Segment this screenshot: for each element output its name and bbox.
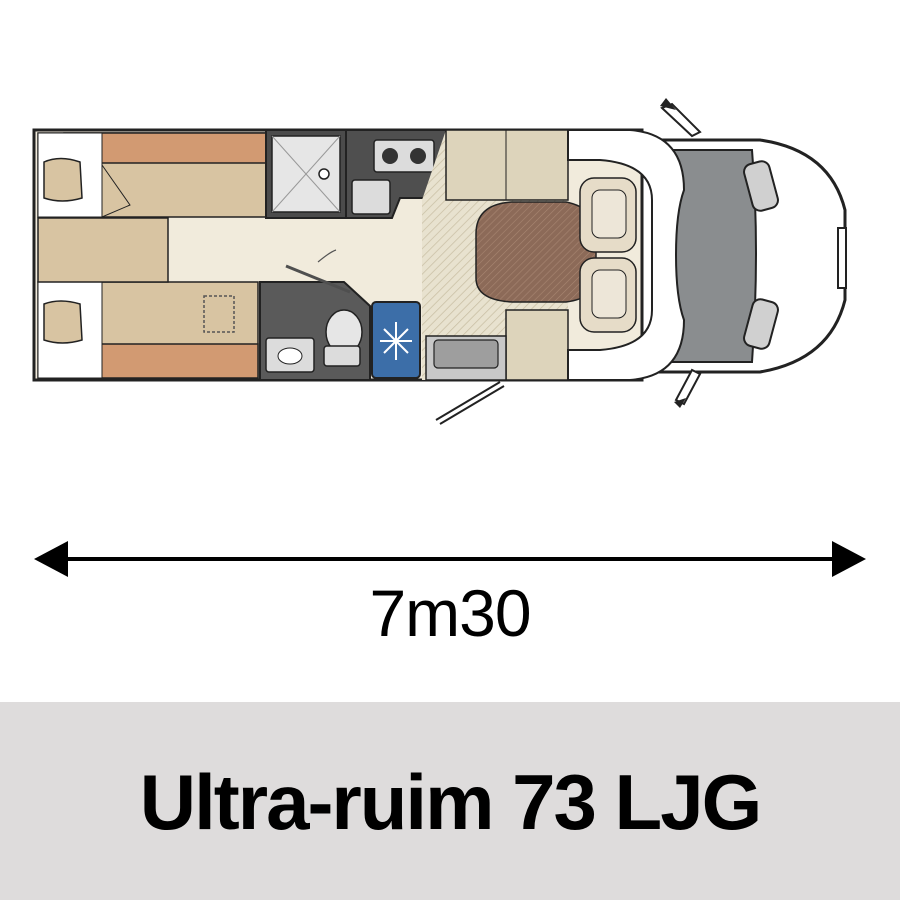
floor-plan [32,98,847,425]
table [475,201,597,303]
toilet-icon [323,309,363,367]
bench-bottom [505,309,569,381]
model-name: Ultra-ruim 73 LJG [139,758,763,846]
shower-drain-icon [318,168,330,180]
shower [265,129,347,219]
ladder-icon [203,295,235,333]
model-footer: Ultra-ruim 73 LJG [0,702,900,900]
bed-middle-step [37,217,169,283]
bench-top [445,129,569,201]
length-dimension-arrow [34,541,866,577]
arrow-right-icon [832,541,866,577]
front-grille-bottom [743,298,779,350]
washbasin-icon [265,337,315,373]
vehicle-length-label: 7m30 [369,576,531,650]
mirror-bottom-icon [674,368,702,408]
bathroom [259,281,371,381]
dinette-area [422,129,597,381]
snowflake-icon [380,322,412,360]
vehicle-cab [638,138,847,374]
pillow-icon [43,157,83,202]
driver-seat-icon [579,177,637,253]
rear-bed-bottom [37,281,259,379]
fridge [371,301,421,379]
entrance-door-icon [435,381,505,425]
step-icon [425,335,507,381]
mirror-top-icon [660,98,702,138]
bathroom-door-icon [285,249,351,294]
passenger-seat-icon [579,257,637,333]
cab-seat-divider [567,129,686,381]
pillow-icon [43,300,83,344]
stove-icon [373,139,435,173]
kitchen-counter [345,129,447,219]
arrow-left-icon [34,541,68,577]
front-grille-top [743,160,779,212]
sink-icon [351,179,391,215]
rear-bed-top [37,132,269,218]
